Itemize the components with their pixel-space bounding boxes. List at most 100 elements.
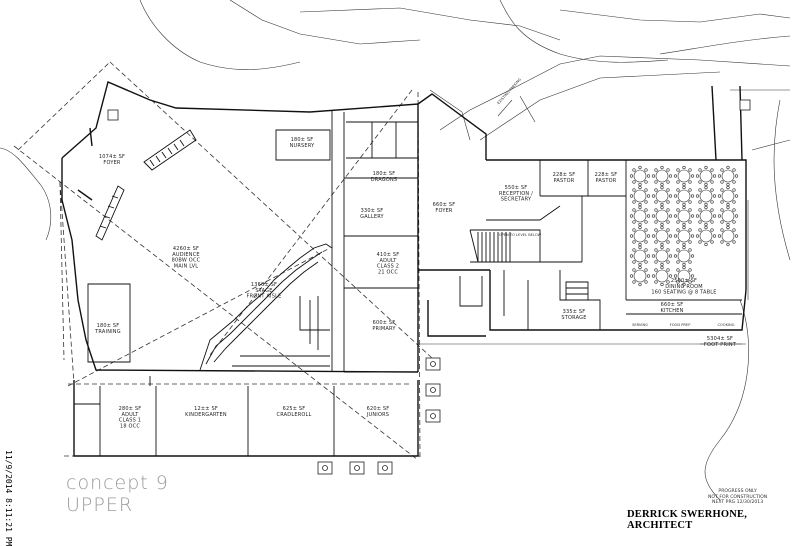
dining-chair: [720, 188, 724, 192]
room-label-foyer-left-1: FOYER: [103, 160, 121, 166]
dining-table: [655, 189, 669, 203]
dining-chair: [688, 280, 692, 284]
dining-chair: [646, 234, 651, 238]
dining-chair: [638, 262, 642, 267]
dining-chair: [632, 180, 636, 184]
dining-chair: [732, 188, 736, 192]
dining-chair: [717, 194, 722, 198]
dining-chair: [666, 268, 670, 272]
dining-chair: [632, 188, 636, 192]
fixtures: [107, 99, 751, 475]
room-label-pastor-1-0: 228± SF: [553, 172, 576, 178]
dining-chair: [710, 208, 714, 212]
dining-chair: [644, 188, 648, 192]
dining-chair: [720, 228, 724, 232]
dining-chair: [629, 174, 634, 178]
dining-chair: [632, 168, 636, 172]
dining-chair: [682, 182, 686, 187]
dining-chair: [710, 180, 714, 184]
dining-chair: [644, 280, 648, 284]
dining-chair: [682, 262, 686, 267]
room-label-dining-room-2: 160 SEATING @ 8 TABLE: [651, 290, 716, 296]
cooking-label: COOKING: [717, 323, 734, 327]
dining-chair: [654, 180, 658, 184]
progress-line-2: NOT FOR CONSTRUCTION: [708, 494, 768, 500]
dining-chair: [660, 265, 664, 270]
dining-chair: [632, 268, 636, 272]
room-label-primary-0: 600± SF: [373, 320, 396, 326]
dining-chair: [682, 245, 686, 250]
dining-chair: [698, 188, 702, 192]
dining-table: [655, 169, 669, 183]
dining-chair: [690, 254, 695, 258]
dining-chair: [668, 274, 673, 278]
dining-chair: [676, 168, 680, 172]
dining-table: [633, 169, 647, 183]
dining-chair: [704, 222, 708, 227]
dining-chair: [654, 208, 658, 212]
dining-chair: [720, 240, 724, 244]
dining-chair: [632, 228, 636, 232]
dining-table: [721, 209, 735, 223]
dining-tables: [629, 165, 739, 287]
dining-chair: [732, 168, 736, 172]
dining-chair: [732, 200, 736, 204]
dining-chair: [629, 274, 634, 278]
dining-chair: [676, 268, 680, 272]
room-label-auditorium-3: MAIN LVL: [174, 263, 199, 269]
dining-chair: [676, 240, 680, 244]
room-label-stage-1: STAGE: [255, 288, 272, 294]
dining-chair: [726, 222, 730, 227]
dining-chair: [676, 188, 680, 192]
dining-chair: [666, 180, 670, 184]
dining-chair: [666, 260, 670, 264]
dining-table: [633, 249, 647, 263]
dining-chair: [632, 220, 636, 224]
dining-chair: [666, 208, 670, 212]
room-label-cradleroll-0: 625± SF: [283, 406, 306, 412]
dining-table: [677, 189, 691, 203]
dining-chair: [682, 205, 686, 210]
concept-line-2: UPPER: [66, 494, 134, 516]
dining-chair: [638, 165, 642, 170]
room-label-adult-class-1-0: 280± SF: [119, 406, 142, 412]
dining-chair: [644, 228, 648, 232]
room-label-foyer-left-0: 1074± SF: [99, 154, 125, 160]
dining-chair: [712, 194, 717, 198]
dining-chair: [673, 274, 678, 278]
room-label-auditorium-2: 80BW OCC: [172, 258, 201, 264]
room-label-pastor-2-0: 228± SF: [595, 172, 618, 178]
dining-chair: [638, 225, 642, 230]
room-label-footprint-1: FOOT PRINT: [704, 342, 737, 348]
existing-parking-note: EXISTING PARKING: [496, 77, 522, 105]
dining-chair: [690, 194, 695, 198]
dining-chair: [673, 254, 678, 258]
dining-chair: [732, 240, 736, 244]
room-label-nursery-1: NURSERY: [290, 143, 316, 149]
room-label-primary-1: PRIMARY: [372, 326, 396, 332]
dining-chair: [654, 248, 658, 252]
dining-chair: [712, 234, 717, 238]
dining-chair: [682, 265, 686, 270]
dining-chair: [676, 180, 680, 184]
dining-chair: [732, 228, 736, 232]
dining-chair: [632, 280, 636, 284]
room-label-adult-class-1-2: CLASS 1: [119, 418, 141, 424]
dining-chair: [660, 202, 664, 207]
dining-chair: [654, 220, 658, 224]
dining-chair: [632, 208, 636, 212]
dining-chair: [646, 194, 651, 198]
dining-chair: [666, 228, 670, 232]
dining-table: [633, 209, 647, 223]
dining-chair: [654, 240, 658, 244]
dining-chair: [698, 208, 702, 212]
dining-chair: [632, 240, 636, 244]
dining-chair: [638, 182, 642, 187]
dining-chair: [654, 280, 658, 284]
dining-chair: [673, 234, 678, 238]
dining-chair: [720, 220, 724, 224]
dining-chair: [688, 228, 692, 232]
dining-chair: [704, 202, 708, 207]
dining-chair: [688, 200, 692, 204]
